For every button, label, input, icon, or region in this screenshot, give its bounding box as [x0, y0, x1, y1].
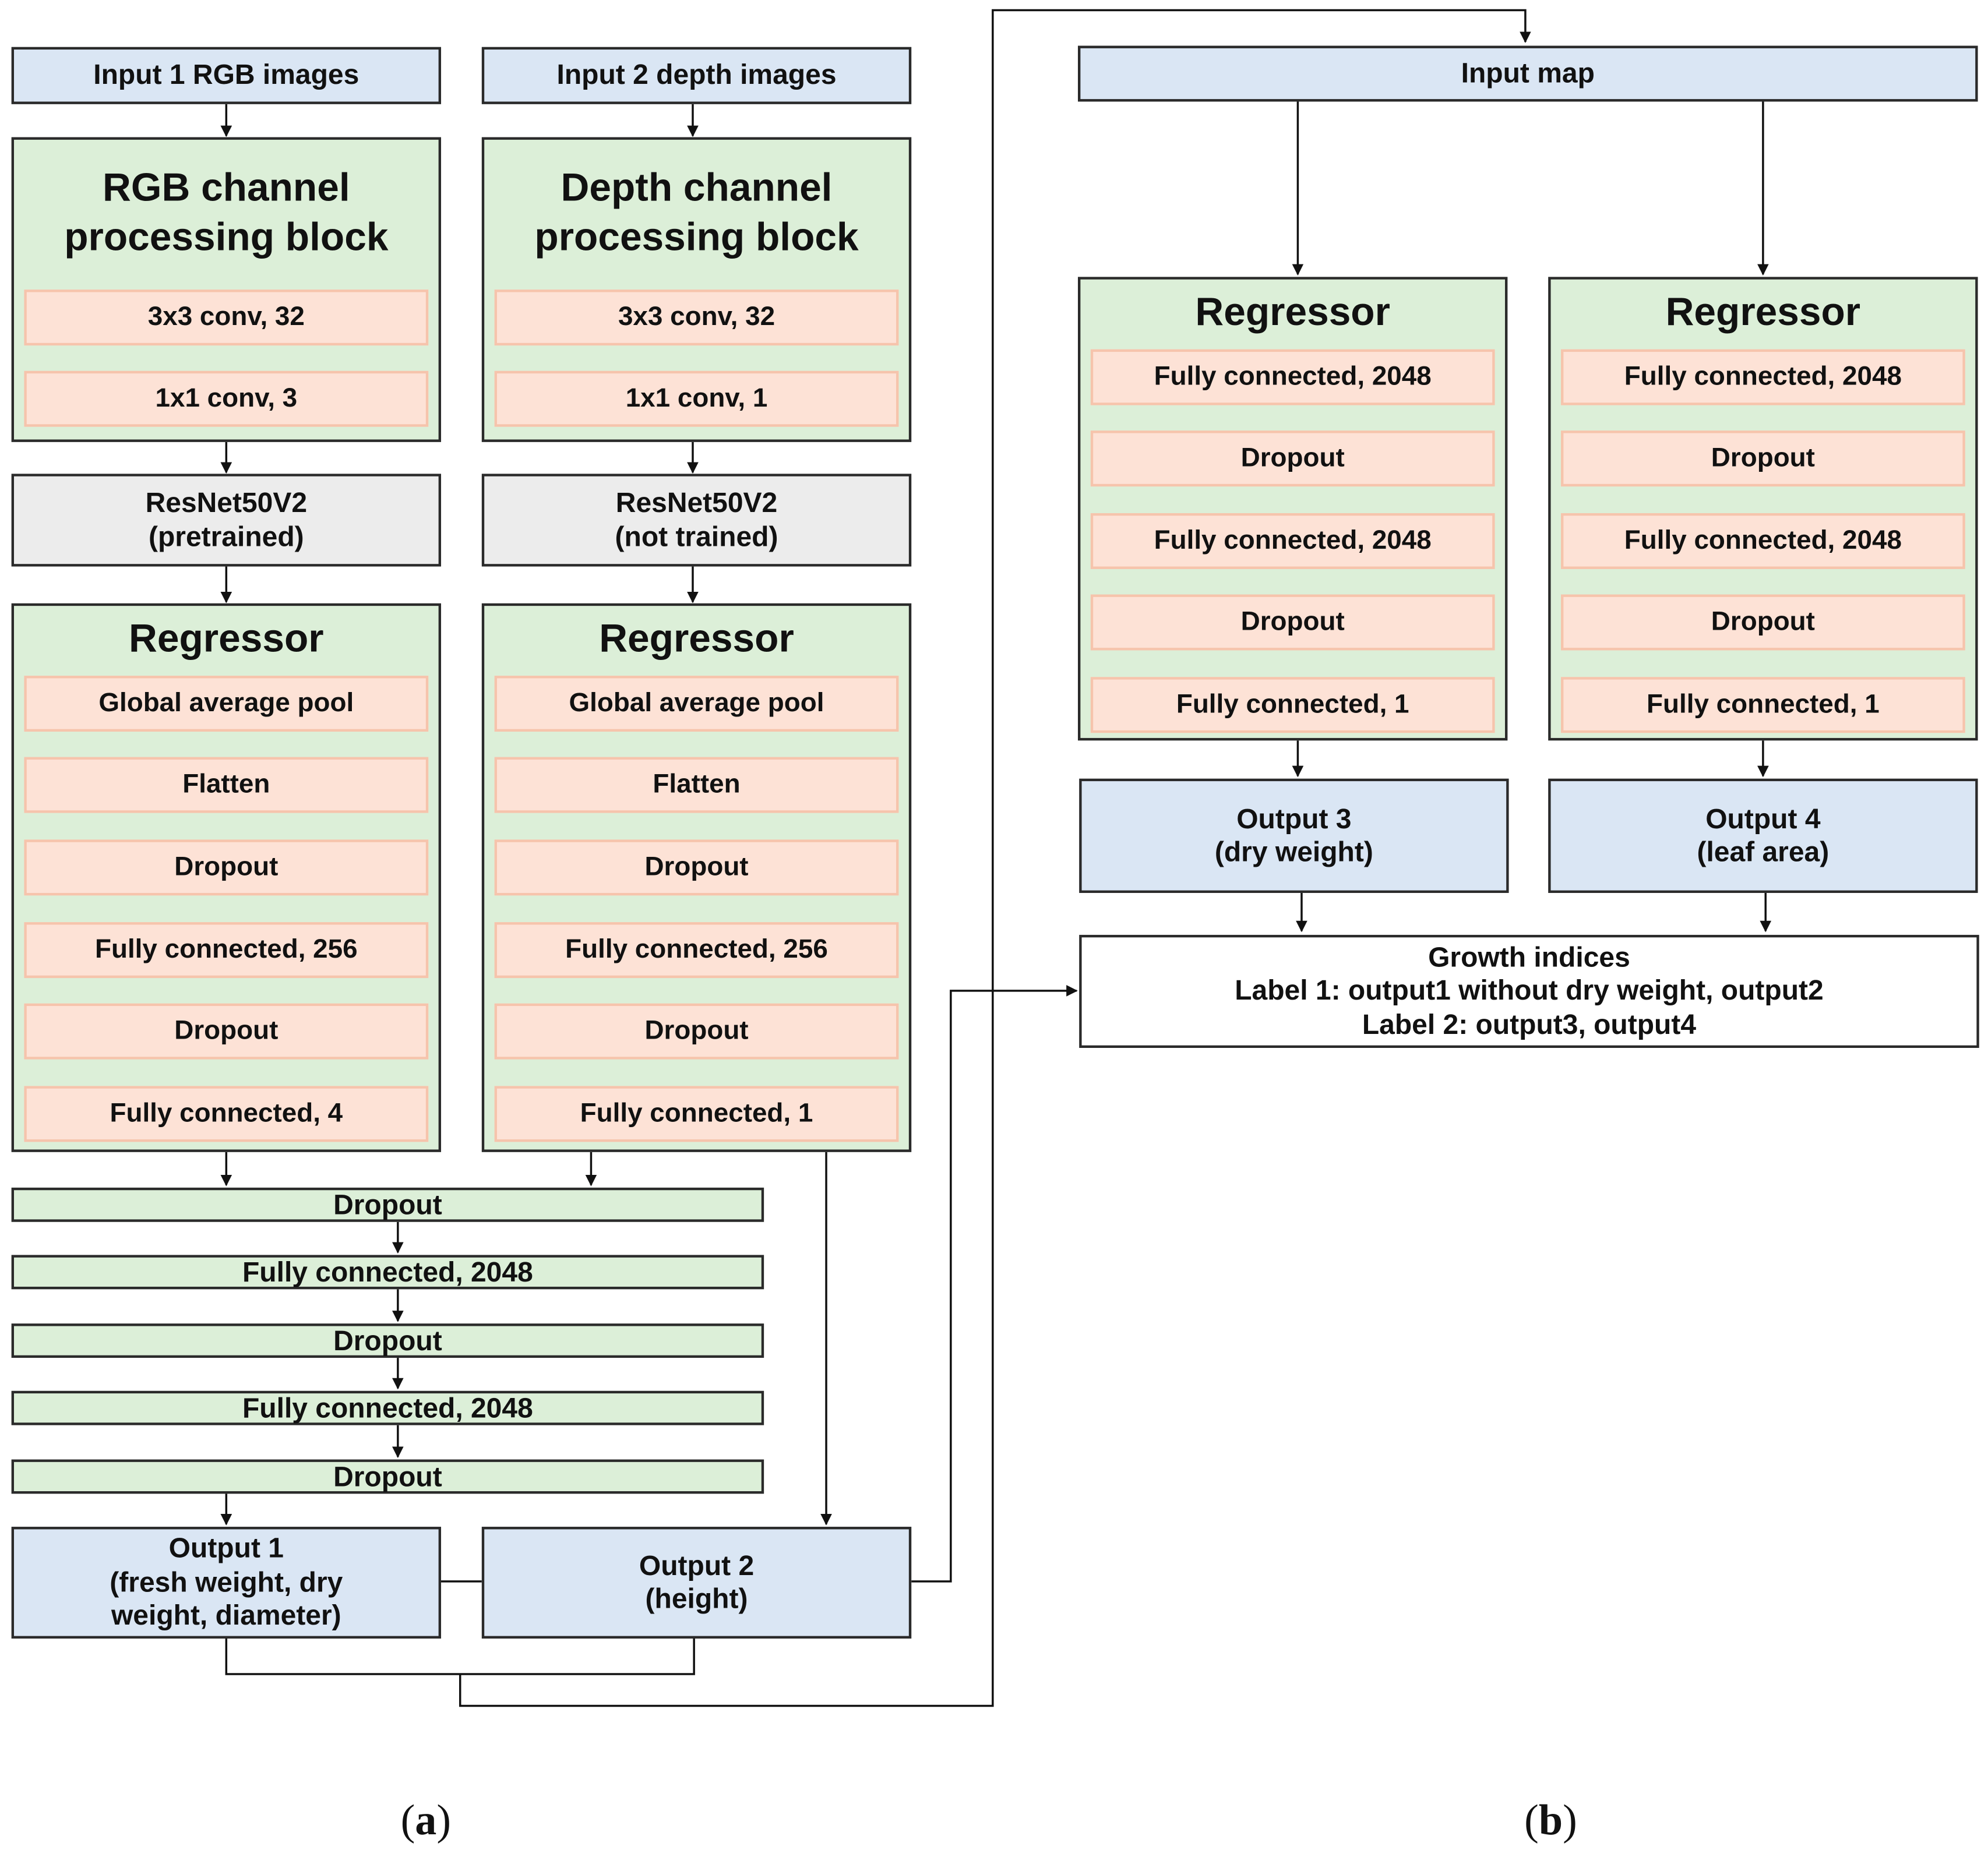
growth-indices-title: Growth indices — [1428, 941, 1630, 973]
input-1-box: Input 1 RGB images — [11, 47, 442, 104]
regressor-b-left-layer: Dropout — [1090, 430, 1495, 487]
output-2-line2: (height) — [645, 1583, 748, 1615]
merge-layer-label: Fully connected, 2048 — [242, 1255, 533, 1288]
panel-b-label: (b) — [1524, 1797, 1577, 1845]
regressor-depth-layer: Fully connected, 1 — [494, 1086, 899, 1142]
output-1-line2: (fresh weight, dry — [110, 1566, 343, 1598]
regressor-b-right-layer: Fully connected, 2048 — [1561, 349, 1965, 405]
resnet-depth-line2: (not trained) — [615, 520, 778, 552]
regressor-b-left-block: Regressor Fully connected, 2048 Dropout … — [1077, 277, 1508, 741]
regressor-b-right-layer: Fully connected, 2048 — [1561, 513, 1965, 569]
merge-fc-bar: Fully connected, 2048 — [11, 1390, 764, 1425]
regressor-b-right-block: Regressor Fully connected, 2048 Dropout … — [1548, 277, 1978, 741]
output-3-box: Output 3 (dry weight) — [1079, 778, 1509, 893]
resnet-rgb-box: ResNet50V2 (pretrained) — [11, 474, 442, 567]
merge-layer-label: Dropout — [333, 1324, 442, 1356]
input-1-label: Input 1 RGB images — [93, 58, 359, 91]
regressor-rgb-layer: Fully connected, 4 — [24, 1086, 429, 1142]
output-2-line1: Output 2 — [639, 1549, 755, 1581]
output-3-line2: (dry weight) — [1214, 835, 1373, 868]
regressor-b-right-title: Regressor — [1665, 290, 1861, 334]
regressor-b-right-layer: Dropout — [1561, 594, 1965, 651]
resnet-depth-box: ResNet50V2 (not trained) — [481, 474, 912, 567]
regressor-depth-title: Regressor — [599, 616, 794, 661]
regressor-b-left-layer: Fully connected, 1 — [1090, 677, 1495, 733]
regressor-rgb-title: Regressor — [129, 616, 324, 661]
growth-label-1: Label 1: output1 without dry weight, out… — [1235, 975, 1824, 1007]
output-4-line1: Output 4 — [1705, 802, 1821, 834]
output-1-line1: Output 1 — [168, 1532, 284, 1565]
output-2-box: Output 2 (height) — [481, 1527, 912, 1639]
merge-fc-bar: Fully connected, 2048 — [11, 1255, 764, 1290]
regressor-depth-block: Regressor Global average pool Flatten Dr… — [481, 603, 912, 1152]
regressor-b-left-layer: Fully connected, 2048 — [1090, 513, 1495, 569]
regressor-depth-layer: Dropout — [494, 1003, 899, 1060]
rgb-processing-block: RGB channel processing block 3x3 conv, 3… — [11, 137, 442, 442]
regressor-b-right-layer: Dropout — [1561, 430, 1965, 487]
regressor-depth-layer: Flatten — [494, 757, 899, 813]
output-3-line1: Output 3 — [1236, 802, 1352, 834]
resnet-rgb-line2: (pretrained) — [148, 520, 304, 552]
rgb-conv3x3-layer: 3x3 conv, 32 — [24, 290, 429, 346]
output-1-box: Output 1 (fresh weight, dry weight, diam… — [11, 1527, 442, 1639]
merge-layer-label: Dropout — [333, 1460, 442, 1492]
merge-layer-label: Fully connected, 2048 — [242, 1391, 533, 1424]
regressor-rgb-layer: Dropout — [24, 1003, 429, 1060]
regressor-b-right-layer: Fully connected, 1 — [1561, 677, 1965, 733]
regressor-rgb-layer: Fully connected, 256 — [24, 922, 429, 979]
merge-dropout-bar: Dropout — [11, 1323, 764, 1358]
input-2-label: Input 2 depth images — [556, 58, 837, 91]
regressor-depth-layer: Dropout — [494, 839, 899, 896]
merge-layer-label: Dropout — [333, 1188, 442, 1220]
rgb-block-title-line2: processing block — [64, 214, 389, 259]
merge-dropout-bar: Dropout — [11, 1187, 764, 1222]
regressor-rgb-layer: Global average pool — [24, 676, 429, 732]
growth-label-2: Label 2: output3, output4 — [1362, 1008, 1697, 1040]
depth-conv1x1-layer: 1x1 conv, 1 — [494, 370, 899, 427]
regressor-b-left-layer: Fully connected, 2048 — [1090, 349, 1495, 405]
depth-processing-block: Depth channel processing block 3x3 conv,… — [481, 137, 912, 442]
input-map-box: Input map — [1077, 45, 1978, 102]
resnet-rgb-line1: ResNet50V2 — [145, 486, 308, 518]
rgb-conv1x1-layer: 1x1 conv, 3 — [24, 370, 429, 427]
panel-a-label: (a) — [400, 1797, 452, 1845]
input-2-box: Input 2 depth images — [481, 47, 912, 104]
regressor-rgb-layer: Dropout — [24, 839, 429, 896]
regressor-b-left-layer: Dropout — [1090, 594, 1495, 651]
regressor-b-left-title: Regressor — [1195, 290, 1390, 334]
merge-dropout-bar: Dropout — [11, 1459, 764, 1494]
regressor-rgb-block: Regressor Global average pool Flatten Dr… — [11, 603, 442, 1152]
output-4-line2: (leaf area) — [1697, 835, 1830, 868]
output-4-box: Output 4 (leaf area) — [1548, 778, 1978, 893]
regressor-depth-layer: Fully connected, 256 — [494, 922, 899, 979]
resnet-depth-line1: ResNet50V2 — [615, 486, 778, 518]
regressor-depth-layer: Global average pool — [494, 676, 899, 732]
depth-block-title-line1: Depth channel — [561, 165, 833, 210]
rgb-block-title-line1: RGB channel — [102, 165, 350, 210]
depth-conv3x3-layer: 3x3 conv, 32 — [494, 290, 899, 346]
depth-block-title-line2: processing block — [534, 214, 859, 259]
output-1-line3: weight, diameter) — [111, 1599, 341, 1632]
growth-indices-box: Growth indices Label 1: output1 without … — [1079, 934, 1979, 1048]
input-map-label: Input map — [1461, 57, 1595, 89]
regressor-rgb-layer: Flatten — [24, 757, 429, 813]
